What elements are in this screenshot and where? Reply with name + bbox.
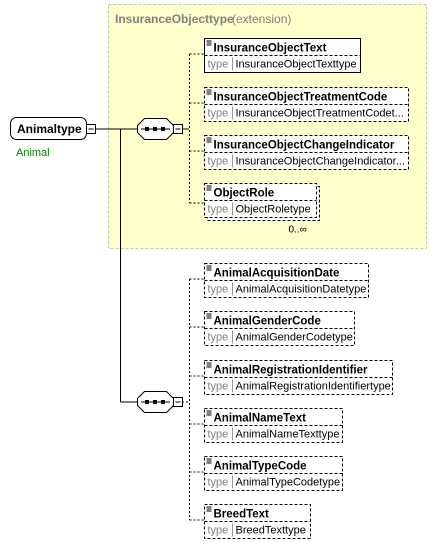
element-type-keyword: type [208, 204, 229, 216]
element-type-keyword: type [208, 525, 229, 537]
sequence-compositor-extension[interactable] [137, 118, 183, 140]
element-type-keyword: type [208, 477, 229, 489]
element-multiplicity: 0..∞ [289, 225, 307, 236]
element-type-keyword: type [208, 429, 229, 441]
element-glyph-icon [206, 458, 212, 464]
element-name: AnimalTypeCode [214, 461, 307, 473]
element-name: InsuranceObjectText [214, 43, 327, 55]
element-type-value: AnimalRegistrationIdentifiertype [236, 381, 391, 393]
element-glyph-icon [206, 265, 212, 271]
element-name: InsuranceObjectTreatmentCode [214, 92, 388, 104]
element-glyph-icon [206, 137, 212, 143]
element-type-value: InsuranceObjectTexttype [236, 59, 357, 71]
element-type-keyword: type [208, 381, 229, 393]
element-name: ObjectRole [214, 188, 275, 200]
element-name: InsuranceObjectChangeIndicator [214, 140, 395, 152]
element-type-value: AnimalNameTexttype [236, 429, 340, 441]
extension-suffix: (extension) [232, 12, 291, 26]
element-type-keyword: type [208, 284, 229, 296]
element-type-value: BreedTexttype [236, 525, 306, 537]
element-type-keyword: type [208, 108, 229, 120]
root-element-name: Animaltype [17, 122, 82, 136]
element-glyph-icon [206, 185, 212, 191]
element-type-value: InsuranceObjectChangeIndicator... [236, 156, 405, 168]
root-caption: Animal [16, 147, 50, 159]
element-type-value: InsuranceObjectTreatmentCodet... [236, 108, 404, 120]
schema-element-insurance-object-treatment-code[interactable]: InsuranceObjectTreatmentCode type Insuranc… [204, 87, 409, 122]
connectors [96, 128, 189, 403]
extension-base-type: InsuranceObjecttype [115, 12, 234, 26]
sequence-compositor-main[interactable] [137, 391, 183, 413]
element-glyph-icon [206, 362, 212, 368]
schema-element-insurance-object-change-indicator[interactable]: InsuranceObjectChangeIndicator type Insura… [204, 135, 409, 170]
element-type-keyword: type [208, 59, 229, 71]
element-type-value: AnimalTypeCodetype [236, 477, 341, 489]
element-type-value: ObjectRoletype [236, 204, 311, 216]
element-name: AnimalAcquisitionDate [214, 268, 340, 280]
branch-lines [182, 53, 204, 521]
element-name: AnimalRegistrationIdentifier [214, 365, 369, 377]
element-type-keyword: type [208, 156, 229, 168]
element-glyph-icon [206, 89, 212, 95]
element-glyph-icon [206, 40, 212, 46]
element-name: AnimalNameText [214, 413, 307, 425]
element-type-value: AnimalAcquisitionDatetype [236, 284, 367, 296]
element-name: AnimalGenderCode [214, 316, 321, 328]
element-glyph-icon [206, 410, 212, 416]
element-type-value: AnimalGenderCodetype [236, 332, 353, 344]
element-type-keyword: type [208, 332, 229, 344]
element-glyph-icon [206, 313, 212, 319]
element-glyph-icon [206, 506, 212, 512]
element-name: BreedText [214, 509, 270, 521]
